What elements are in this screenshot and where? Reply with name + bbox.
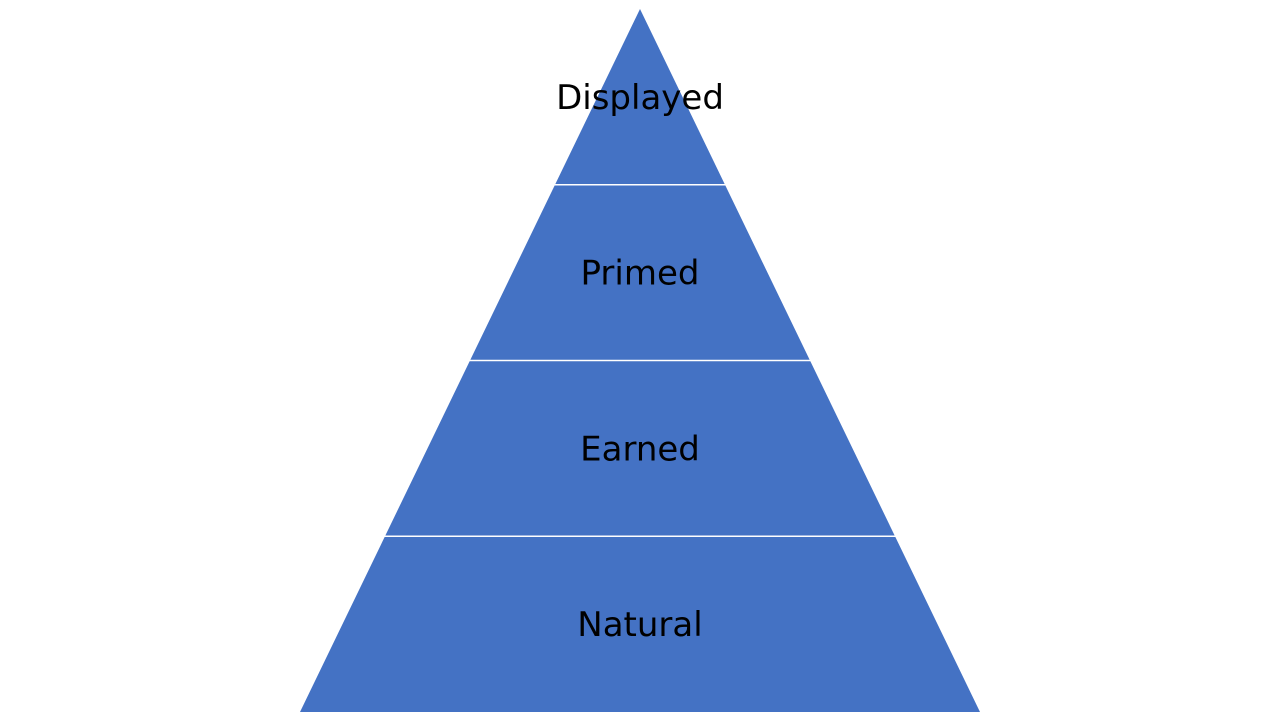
level-label-displayed: Displayed xyxy=(556,78,724,118)
level-label-earned: Earned xyxy=(580,429,700,469)
pyramid-level-natural xyxy=(300,537,980,712)
level-label-natural: Natural xyxy=(577,605,702,645)
pyramid-level-earned xyxy=(385,361,895,536)
pyramid-level-primed xyxy=(470,185,810,360)
level-label-primed: Primed xyxy=(581,254,700,294)
pyramid-level-displayed xyxy=(555,9,725,184)
